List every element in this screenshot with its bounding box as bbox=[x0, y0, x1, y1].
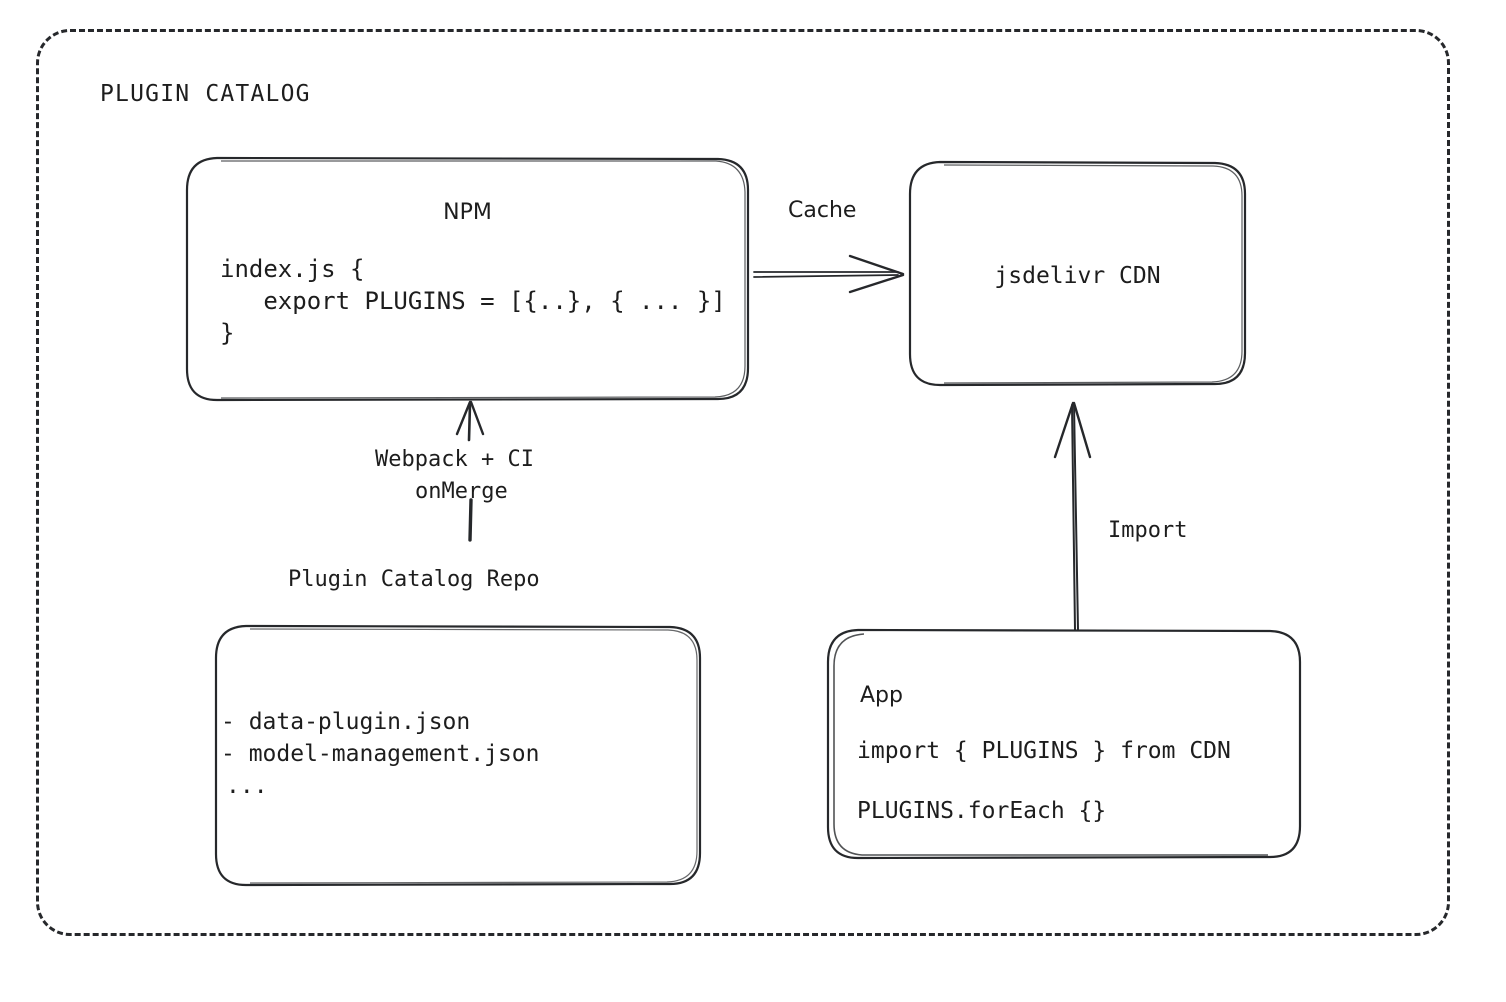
node-plugin-catalog-repo[interactable]: - data-plugin.json - model-management.js… bbox=[214, 624, 702, 887]
node-jsdelivr-cdn[interactable]: jsdelivr CDN bbox=[908, 160, 1247, 387]
edge-label-import: Import bbox=[1108, 518, 1188, 543]
edge-label-cache: Cache bbox=[788, 198, 857, 223]
node-repo-line-3: ... bbox=[226, 773, 268, 799]
node-npm[interactable]: NPM index.js { export PLUGINS = [{..}, {… bbox=[185, 156, 750, 402]
edge-label-build-line1: Webpack + CI bbox=[375, 447, 534, 472]
node-npm-code-line-2: export PLUGINS = [{..}, { ... }] bbox=[220, 287, 726, 315]
node-npm-code-line-1: index.js { bbox=[220, 255, 365, 283]
node-npm-code-line-3: } bbox=[220, 319, 235, 347]
node-app-title: App bbox=[860, 683, 903, 708]
node-app[interactable]: App import { PLUGINS } from CDN PLUGINS.… bbox=[826, 628, 1302, 860]
plugin-catalog-title: PLUGIN CATALOG bbox=[100, 81, 311, 107]
node-jsdelivr-cdn-title: jsdelivr CDN bbox=[994, 263, 1161, 289]
node-repo-line-1: - data-plugin.json bbox=[221, 709, 471, 735]
node-app-line-2: PLUGINS.forEach {} bbox=[857, 798, 1107, 824]
repo-caption: Plugin Catalog Repo bbox=[288, 567, 540, 592]
edge-label-build-line2: onMerge bbox=[415, 479, 508, 504]
plugin-catalog-boundary bbox=[36, 29, 1450, 936]
node-app-line-1: import { PLUGINS } from CDN bbox=[857, 738, 1231, 764]
node-npm-title: NPM bbox=[443, 200, 492, 225]
node-repo-line-2: - model-management.json bbox=[221, 741, 540, 767]
